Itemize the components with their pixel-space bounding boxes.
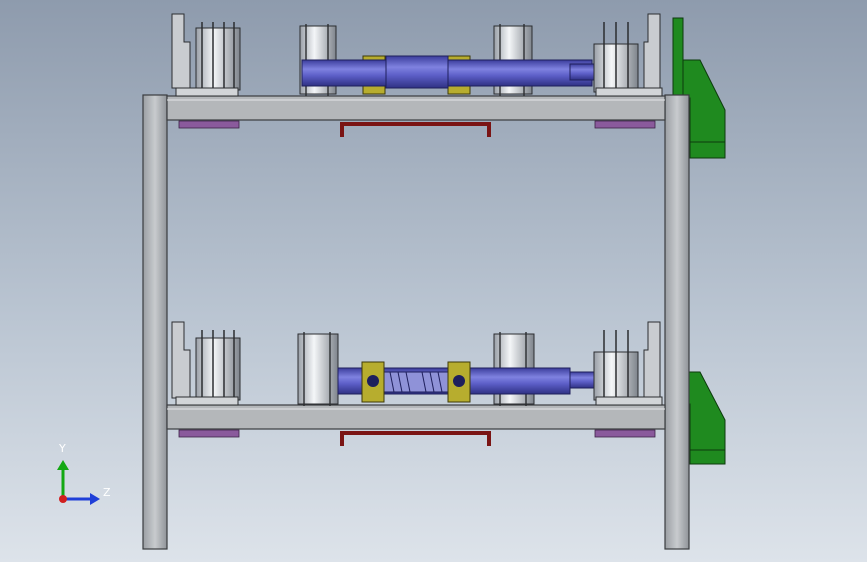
upper-right-clamp[interactable]	[593, 13, 663, 97]
upper-pad-left[interactable]	[178, 120, 240, 129]
lower-right-clamp[interactable]	[593, 321, 663, 406]
left-frame-post[interactable]	[142, 94, 168, 550]
lower-left-clamp[interactable]	[171, 321, 241, 406]
lower-left-roller-disc[interactable]	[297, 332, 339, 406]
upper-pad-right[interactable]	[594, 120, 656, 129]
upper-tier-assembly[interactable]	[166, 13, 666, 137]
triad-y-label: Y	[59, 442, 66, 455]
right-frame-post[interactable]	[664, 94, 690, 550]
lower-bearing-block-right[interactable]	[447, 361, 471, 403]
lower-tier-assembly[interactable]	[166, 321, 666, 446]
triad-z-label: Z	[103, 486, 111, 499]
lower-bearing-block-left[interactable]	[361, 361, 385, 403]
green-mount-bracket-lower[interactable]	[687, 371, 726, 465]
lower-pad-right[interactable]	[594, 429, 656, 438]
upper-left-clamp[interactable]	[171, 13, 241, 97]
upper-red-bracket[interactable]	[340, 122, 491, 137]
lower-threaded-spring[interactable]	[383, 371, 449, 393]
lower-pad-left[interactable]	[178, 429, 240, 438]
lower-red-bracket[interactable]	[340, 431, 491, 446]
coordinate-triad-icon[interactable]	[57, 460, 100, 505]
upper-roller-shaft[interactable]	[301, 55, 597, 89]
